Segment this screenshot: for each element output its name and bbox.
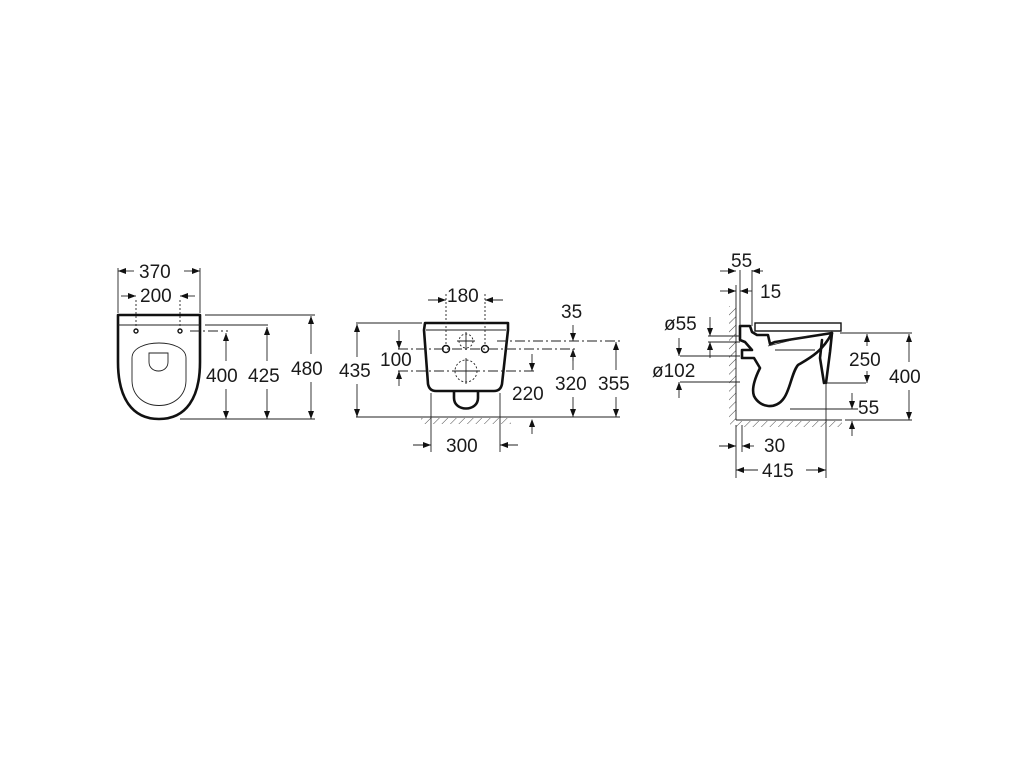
dim-rear-320: 320 — [555, 374, 587, 395]
dim-rear-fixing: 180 — [447, 286, 479, 307]
dim-top-fixing: 200 — [140, 286, 172, 307]
dim-side-55-top: 55 — [731, 251, 752, 272]
fixing-point-left — [133, 328, 139, 334]
dim-side-55-bottom: 55 — [858, 398, 879, 419]
dim-rear-300: 300 — [446, 436, 478, 457]
dim-rear-35: 35 — [561, 302, 582, 323]
rear-view-outlet — [452, 390, 480, 410]
dim-rear-435: 435 — [339, 361, 371, 382]
side-view-floor-hatch — [730, 421, 842, 427]
dim-rear-220: 220 — [512, 384, 544, 405]
top-view-bowl-outline — [116, 313, 202, 421]
dim-top-400: 400 — [206, 366, 238, 387]
rear-view: 180 435 100 35 220 — [339, 286, 630, 457]
side-view: 55 15 ø55 ø102 250 400 55 — [652, 251, 921, 482]
side-view-wall-hatch — [729, 306, 736, 421]
dim-side-outlet-diameter: ø102 — [652, 361, 695, 382]
rear-view-floor-hatch — [421, 418, 511, 424]
dim-side-inlet-diameter: ø55 — [664, 314, 697, 335]
fixing-point-right — [177, 328, 183, 334]
dim-side-400: 400 — [889, 367, 921, 388]
top-view-seat-opening — [131, 342, 187, 406]
side-view-bowl-outline — [738, 324, 834, 408]
side-view-seat — [754, 322, 842, 332]
rear-view-body-outline — [422, 321, 510, 393]
dim-rear-100: 100 — [380, 350, 412, 371]
dim-side-15: 15 — [760, 282, 781, 303]
top-view: 370 200 400 425 480 — [116, 262, 323, 421]
dim-top-width: 370 — [139, 262, 171, 283]
top-view-bowl-rim — [148, 352, 169, 372]
dim-rear-355: 355 — [598, 374, 630, 395]
dim-side-30: 30 — [764, 436, 785, 457]
dim-top-480: 480 — [291, 359, 323, 380]
dim-top-425: 425 — [248, 366, 280, 387]
dim-side-415: 415 — [762, 461, 794, 482]
dim-side-250: 250 — [849, 350, 881, 371]
